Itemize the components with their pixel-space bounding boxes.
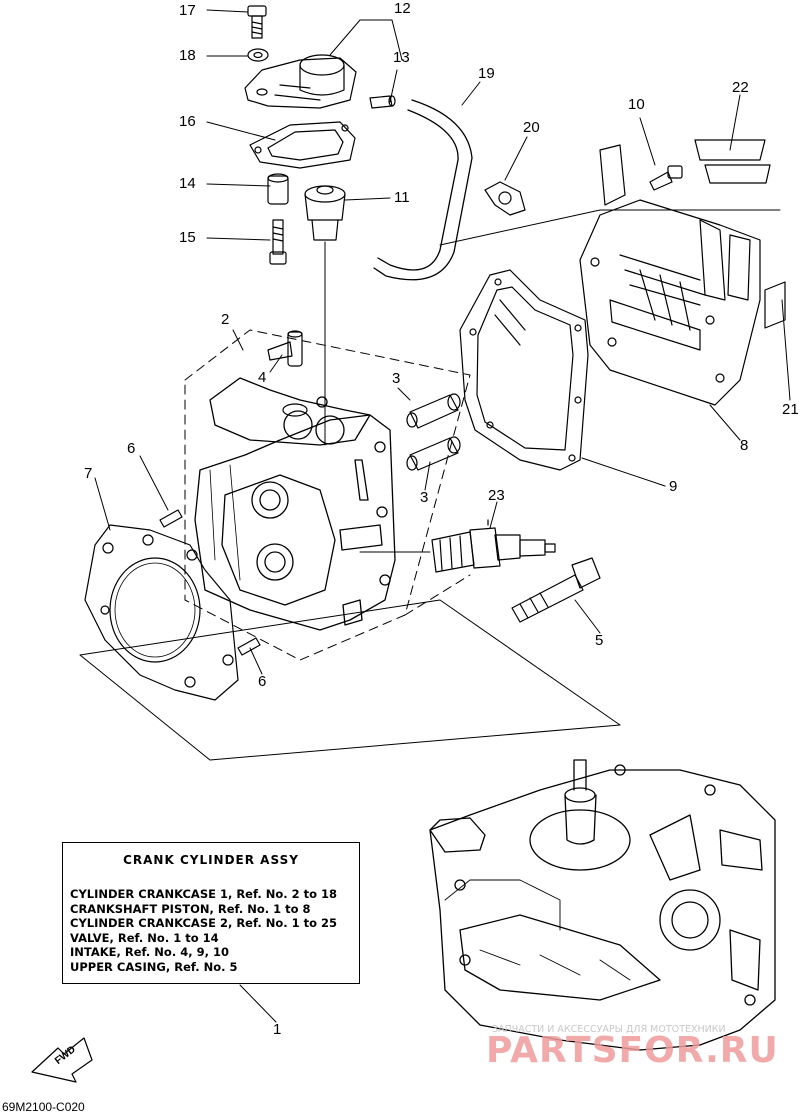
thermostat-11 [304, 185, 346, 241]
dowel-pin-6-lower [237, 637, 261, 656]
intake-silencer-8 [579, 144, 761, 406]
diagram-code: 69M2100-C020 [2, 1100, 85, 1114]
gasket-9 [459, 269, 589, 471]
callout-1: 1 [273, 1021, 282, 1038]
info-box-title: CRANK CYLINDER ASSY [123, 853, 299, 867]
callout-13: 13 [393, 49, 410, 66]
callout-4: 4 [258, 369, 267, 386]
crankcase-assembly-1 [429, 759, 776, 1051]
callout-17: 17 [179, 2, 196, 19]
valve-guide-3-upper [406, 393, 461, 429]
callout-3-lower: 3 [420, 489, 429, 506]
head-gasket-7 [84, 524, 239, 701]
watermark-tagline: ЗАПЧАСТИ И АКСЕССУАРЫ ДЛЯ МОТОТЕХНИКИ [492, 1024, 726, 1035]
info-box-line: VALVE, Ref. No. 1 to 14 [70, 930, 219, 945]
info-box-line: CRANKSHAFT PISTON, Ref. No. 1 to 8 [70, 901, 311, 916]
hose-19 [373, 99, 473, 281]
callout-21: 21 [782, 401, 799, 418]
info-box-line: INTAKE, Ref. No. 4, 9, 10 [70, 945, 229, 959]
group-outlines [184, 329, 471, 661]
info-box-line: CYLINDER CRANKCASE 2, Ref. No. 1 to 25 [70, 916, 338, 930]
info-box-line: UPPER CASING, Ref. No. 5 [70, 959, 238, 974]
bolt-17 [247, 5, 267, 39]
callout-16: 16 [179, 113, 196, 130]
callout-2: 2 [221, 311, 230, 328]
bolt-10 [649, 165, 683, 191]
bolt-5 [511, 557, 601, 623]
callout-23: 23 [488, 487, 505, 504]
fwd-arrow-icon [31, 1037, 93, 1083]
info-box-list: CYLINDER CRANKCASE 1, Ref. No. 2 to 18 C… [70, 887, 359, 974]
label-22 [694, 139, 771, 184]
assembly-frame [79, 209, 781, 761]
callout-19: 19 [478, 65, 495, 82]
callout-6-lower: 6 [258, 673, 267, 690]
clip-20 [484, 181, 526, 216]
spacer-14 [267, 173, 289, 205]
valve-guide-3-lower [406, 436, 461, 471]
dowel-pin-6-upper [159, 509, 183, 528]
washer-18 [247, 48, 269, 62]
callout-18: 18 [179, 47, 196, 64]
callout-15: 15 [179, 229, 196, 246]
fitting-4 [267, 330, 308, 417]
leader-lines [94, 9, 791, 1023]
callout-6-upper: 6 [127, 440, 136, 457]
callout-9: 9 [669, 478, 678, 495]
callout-10: 10 [628, 96, 645, 113]
thermostat-cover-12 [244, 54, 357, 109]
info-box-line: CYLINDER CRANKCASE 1, Ref. No. 2 to 18 [70, 887, 338, 901]
callout-20: 20 [523, 119, 540, 136]
callout-14: 14 [179, 175, 196, 192]
callout-12: 12 [394, 0, 411, 17]
watermark-logo: PARTSFOR.RU [486, 1030, 779, 1071]
gasket-16 [249, 121, 356, 169]
callout-7: 7 [84, 465, 93, 482]
bolt-15 [269, 219, 287, 265]
nipple-13 [369, 95, 396, 109]
callout-11: 11 [394, 189, 410, 206]
callout-3-upper: 3 [392, 370, 401, 387]
callout-5: 5 [595, 632, 604, 649]
label-21 [764, 281, 786, 329]
assembly-info-box: CRANK CYLINDER ASSY CYLINDER CRANKCASE 1… [62, 842, 360, 984]
cylinder-head-2 [194, 377, 396, 631]
callout-8: 8 [740, 437, 749, 454]
callout-22: 22 [732, 79, 749, 96]
spark-plug-23 [431, 519, 556, 573]
